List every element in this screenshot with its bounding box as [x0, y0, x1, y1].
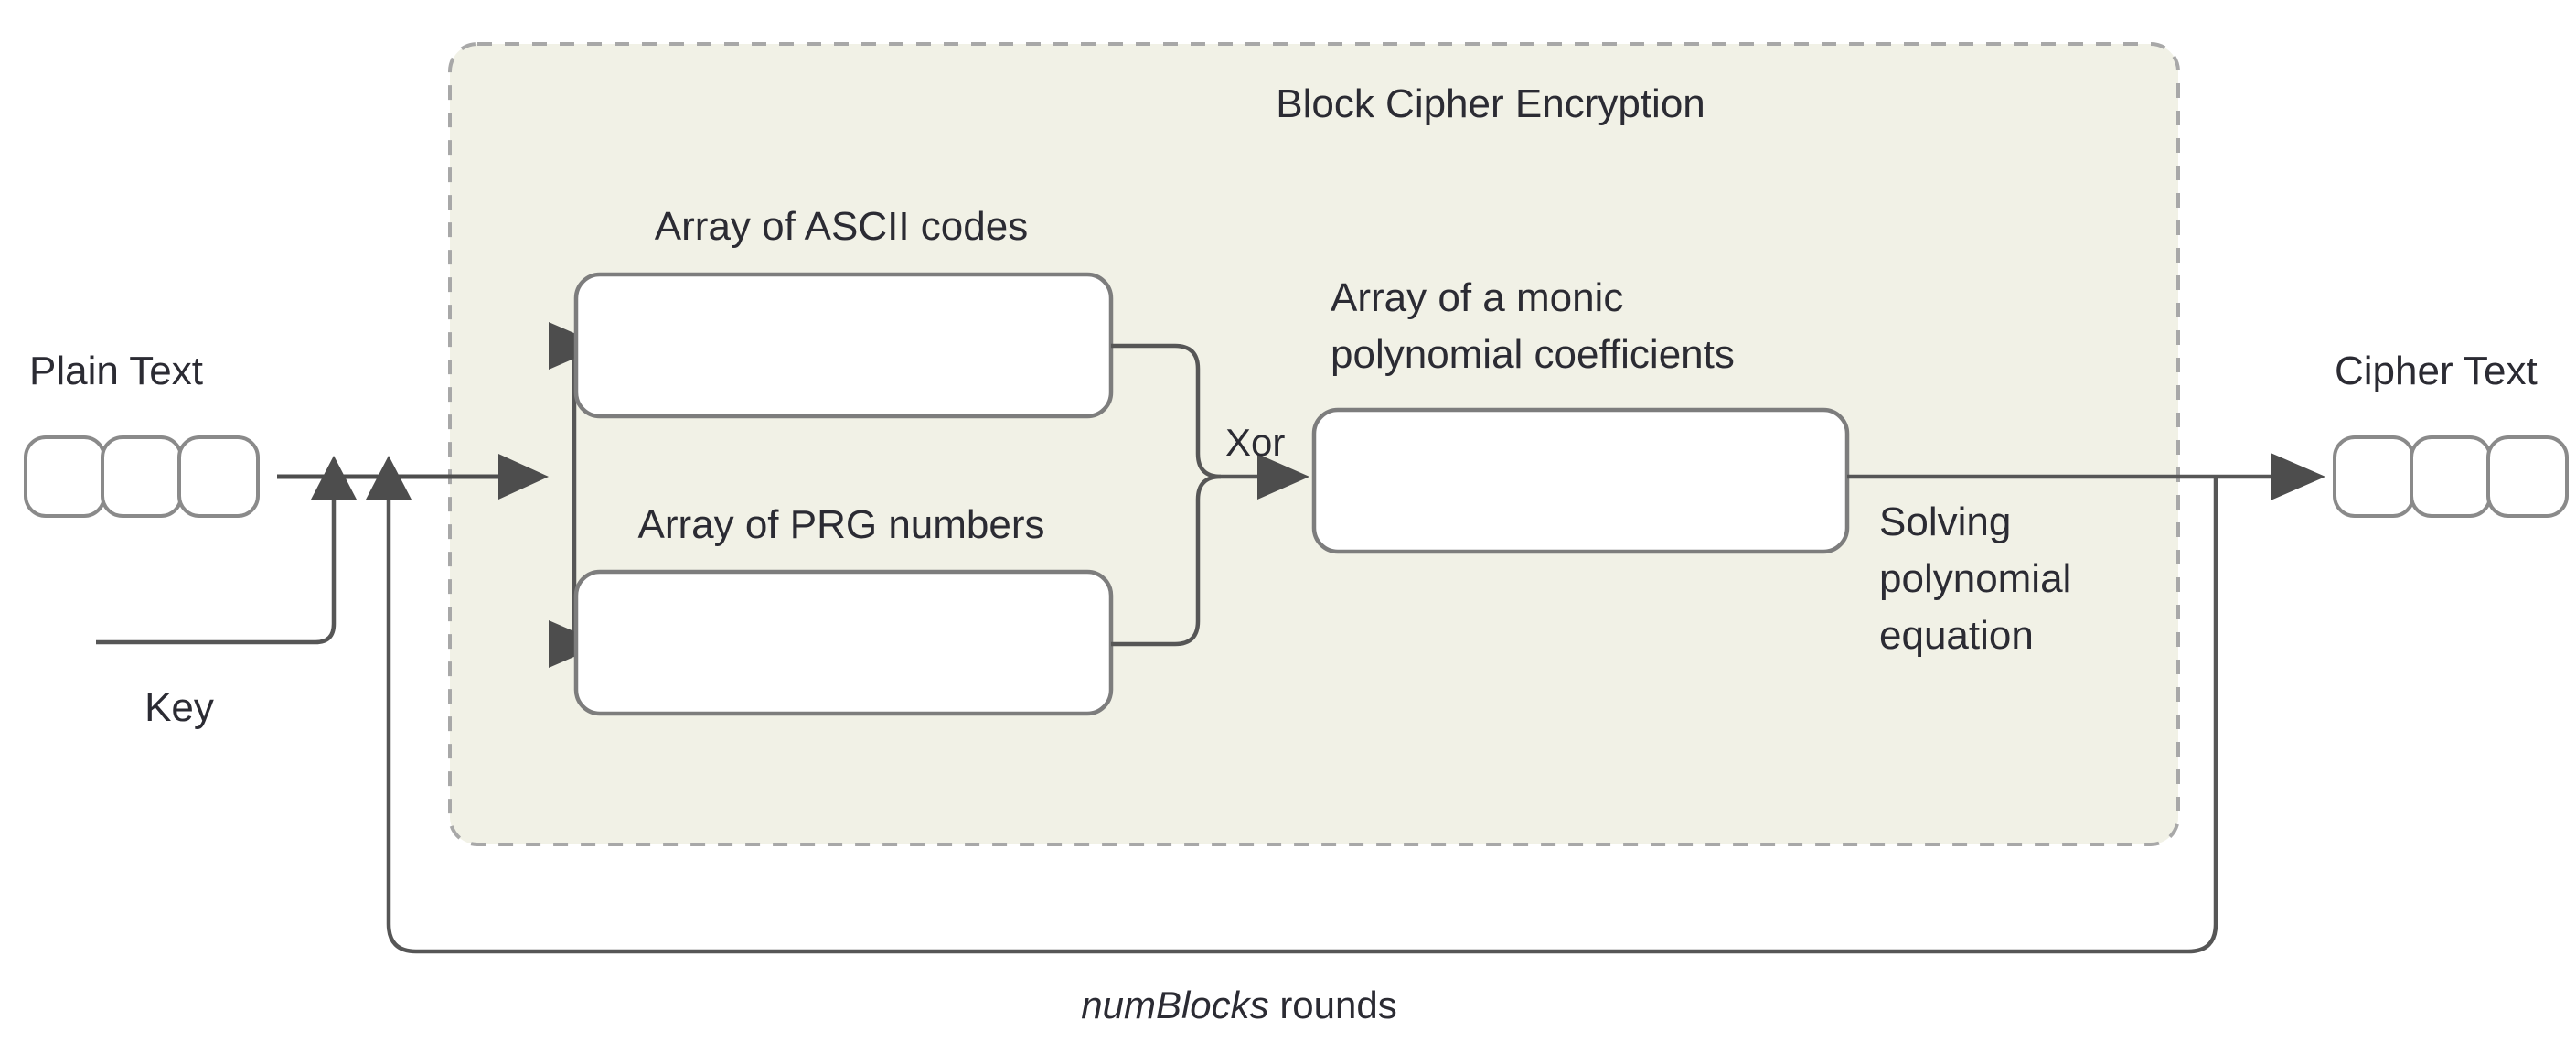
edge-ascii-to-xor [1111, 343, 1257, 479]
monic-node-box [1311, 407, 1850, 554]
plain-text-block-1 [24, 435, 106, 518]
monic-node-label-line2: polynomial coefficients [1331, 332, 1735, 377]
plain-text-label: Plain Text [29, 349, 203, 393]
prg-node-box [573, 569, 1114, 716]
cipher-text-block-2 [2410, 435, 2492, 518]
group-title: Block Cipher Encryption [1276, 81, 1705, 126]
feedback-rounds-label: numBlocks rounds [1081, 983, 1397, 1026]
arrowhead-plaintext-in [498, 454, 549, 500]
plain-text-block-3 [177, 435, 260, 518]
feedback-rounds-rest: rounds [1269, 983, 1397, 1026]
ascii-node-label: Array of ASCII codes [655, 204, 1028, 249]
monic-node-label-line1: Array of a monic [1331, 275, 1623, 320]
edge-key-to-main [96, 500, 337, 645]
cipher-text-block-1 [2333, 435, 2415, 518]
ascii-node-box [573, 272, 1114, 419]
plain-text-blocks [24, 435, 260, 518]
feedback-rounds-emphasis: numBlocks [1081, 983, 1268, 1026]
edge-feedback-loop [386, 477, 2218, 954]
xor-label: Xor [1225, 421, 1285, 464]
arrowhead-ciphertext-in [2271, 453, 2325, 500]
solving-label-line3: equation [1879, 613, 2034, 658]
solving-label-line1: Solving [1879, 500, 2011, 544]
cipher-text-label: Cipher Text [2335, 349, 2538, 393]
cipher-text-block-3 [2486, 435, 2569, 518]
plain-text-block-2 [101, 435, 183, 518]
key-label: Key [144, 685, 214, 730]
edge-prg-to-xor [1111, 474, 1222, 647]
arrowhead-key-in [311, 456, 357, 500]
solving-label-line2: polynomial [1879, 556, 2071, 601]
arrowhead-feedback-in [366, 456, 412, 500]
prg-node-label: Array of PRG numbers [637, 502, 1044, 547]
arrowhead-xor-out [1257, 454, 1309, 500]
cipher-text-blocks [2333, 435, 2569, 518]
